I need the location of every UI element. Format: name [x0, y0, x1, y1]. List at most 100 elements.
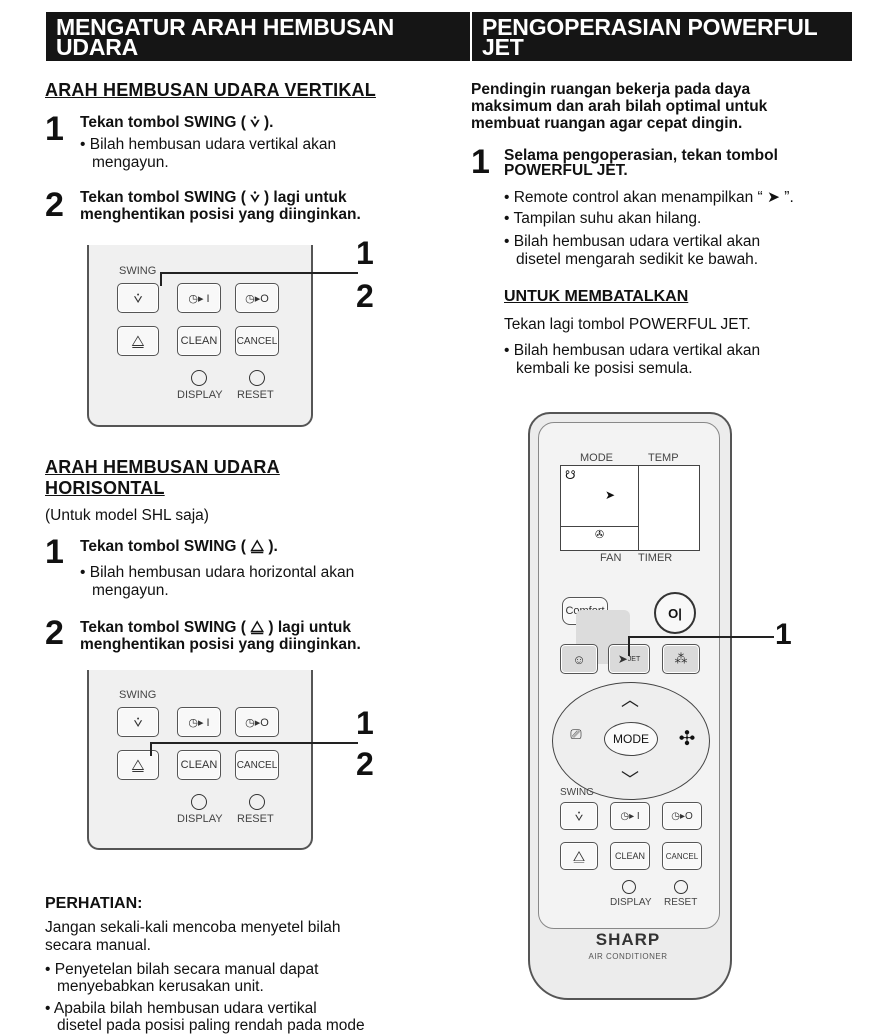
lcd-screen: ☋ ➤ ✇: [560, 465, 700, 551]
jet-callout-drop: [628, 636, 630, 656]
swing-horizontal-button-2[interactable]: ⧋: [117, 750, 159, 780]
timer-on-button-2[interactable]: ◷▸ I: [177, 707, 221, 737]
mode-button[interactable]: MODE: [604, 722, 658, 756]
timer-off-button-2[interactable]: ◷▸O: [235, 707, 279, 737]
swing-vertical-button-2[interactable]: ⩒: [117, 707, 159, 737]
remote-cancel-button[interactable]: CANCEL: [662, 842, 702, 870]
left-section-title: MENGATUR ARAH HEMBUSAN UDARA: [46, 12, 470, 61]
lcd-fan-icon: ✇: [595, 529, 605, 541]
vertical-step1-bullet-line2: mengayun.: [92, 154, 169, 171]
remote-reset-button[interactable]: [674, 880, 688, 894]
temp-up-button[interactable]: ︿: [621, 690, 639, 710]
remote-timer-on-button[interactable]: ◷▸ I: [610, 802, 650, 830]
remote-swing-vertical-button[interactable]: ⩒: [560, 802, 598, 830]
brand-subtitle: AIR CONDITIONER: [588, 952, 668, 961]
jet-callout-1: 1: [775, 618, 792, 651]
clean-button[interactable]: CLEAN: [177, 326, 221, 356]
self-clean-button[interactable]: ☺: [560, 644, 598, 674]
remote-timer-off-button[interactable]: ◷▸O: [662, 802, 702, 830]
caution-bullet2-line2: disetel pada posisi paling rendah pada m…: [57, 1017, 365, 1034]
vertical-step2-line1: Tekan tombol SWING ( ⩒ ) lagi untuk: [80, 189, 347, 206]
callout-line-2b: [150, 742, 358, 744]
caution-bullet1-line2: menyebabkan kerusakan unit.: [57, 978, 264, 995]
lcd-temp-label: TEMP: [648, 452, 679, 464]
vertical-step1-number: 1: [45, 110, 64, 148]
swing-vertical-button[interactable]: ⩒: [117, 283, 159, 313]
left-title-line1: MENGATUR ARAH HEMBUSAN: [56, 14, 395, 40]
callout-2b: 2: [356, 746, 374, 782]
lcd-mode-icon: ☋: [565, 468, 576, 482]
clean-button-2[interactable]: CLEAN: [177, 750, 221, 780]
vertical-step2-line2: menghentikan posisi yang diinginkan.: [80, 206, 361, 223]
cancel-bullet-line2: kembali ke posisi semula.: [516, 360, 693, 377]
cancel-button[interactable]: CANCEL: [235, 326, 279, 356]
cancel-bullet-line1: • Bilah hembusan udara vertikal akan: [504, 342, 761, 359]
horizontal-step2-line2: menghentikan posisi yang diinginkan.: [80, 636, 361, 653]
swing-horizontal-button[interactable]: ⧋: [117, 326, 159, 356]
power-button[interactable]: O|: [654, 592, 696, 634]
horizontal-step1-number: 1: [45, 533, 64, 571]
remote-partial-vertical: SWING ⩒ ◷▸ I ◷▸O ⧋ CLEAN CANCEL DISPLAY …: [87, 245, 313, 427]
remote-reset-label: RESET: [664, 897, 698, 908]
display-label: DISPLAY: [177, 389, 223, 401]
display-label-2: DISPLAY: [177, 813, 223, 825]
left-title-line2: UDARA: [56, 34, 139, 60]
remote-swing-label: SWING: [560, 787, 594, 798]
horizontal-step2-number: 2: [45, 614, 64, 652]
fan-button[interactable]: ✣: [678, 728, 696, 750]
jet-bullet3-line2: disetel mengarah sedikit ke bawah.: [516, 251, 759, 268]
jet-step1-line1: Selama pengoperasian, tekan tombol: [504, 147, 778, 164]
callout-line-2b-drop: [150, 742, 152, 756]
caution-line1: Jangan sekali-kali mencoba menyetel bila…: [45, 919, 341, 936]
timer-program-button[interactable]: ⎚: [570, 726, 582, 742]
display-button-2[interactable]: [191, 794, 207, 810]
jet-step1-line2: POWERFUL JET.: [504, 162, 628, 179]
right-title-line1: PENGOPERASIAN POWERFUL: [482, 14, 818, 40]
reset-label: RESET: [237, 389, 274, 401]
jet-bullet2: • Tampilan suhu akan hilang.: [504, 210, 702, 227]
jet-step1-number: 1: [471, 143, 490, 181]
jet-bullet3-line1: • Bilah hembusan udara vertikal akan: [504, 233, 761, 250]
reset-button-2[interactable]: [249, 794, 265, 810]
horizontal-heading-line2: HORISONTAL: [45, 478, 165, 498]
callout-1b: 1: [356, 705, 374, 741]
swing-label-2: SWING: [119, 689, 157, 701]
reset-button[interactable]: [249, 370, 265, 386]
cancel-button-2[interactable]: CANCEL: [235, 750, 279, 780]
lcd-jet-icon: ➤: [605, 488, 616, 502]
brand-logo: SHARP: [595, 930, 661, 949]
temp-down-button[interactable]: ﹀: [621, 770, 639, 790]
display-button[interactable]: [191, 370, 207, 386]
callout-line-1a: [160, 272, 358, 274]
remote-control: MODE TEMP ☋ ➤ ✇ FAN TIMER Comfort O| ☺ ➤…: [528, 412, 732, 1000]
remote-swing-horizontal-button[interactable]: ⧋: [560, 842, 598, 870]
jet-callout-line: [628, 636, 774, 638]
vertical-step1-bullet-line1: • Bilah hembusan udara vertikal akan: [80, 136, 337, 153]
vertical-heading: ARAH HEMBUSAN UDARA VERTIKAL: [45, 80, 376, 100]
remote-display-button[interactable]: [622, 880, 636, 894]
horizontal-step1-bullet-line2: mengayun.: [92, 582, 169, 599]
lcd-mode-label: MODE: [580, 452, 613, 464]
swing-label: SWING: [119, 265, 157, 277]
reset-label-2: RESET: [237, 813, 274, 825]
timer-on-button[interactable]: ◷▸ I: [177, 283, 221, 313]
intro-line3: membuat ruangan agar cepat dingin.: [471, 115, 743, 132]
horizontal-step1-text: Tekan tombol SWING ( ⧋ ).: [80, 538, 278, 555]
remote-clean-button[interactable]: CLEAN: [610, 842, 650, 870]
lcd-divider-horizontal: [561, 526, 638, 528]
jet-bullet1: • Remote control akan menampilkan “ ➤ ”.: [504, 189, 794, 206]
timer-off-button[interactable]: ◷▸O: [235, 283, 279, 313]
horizontal-step1-bullet-line1: • Bilah hembusan udara horizontal akan: [80, 564, 355, 581]
vertical-step1-text: Tekan tombol SWING ( ⩒ ).: [80, 114, 274, 131]
callout-2a: 2: [356, 278, 374, 314]
caution-heading: PERHATIAN:: [45, 895, 143, 912]
lcd-fan-label: FAN: [600, 552, 622, 564]
horizontal-note: (Untuk model SHL saja): [45, 507, 209, 524]
caution-bullet1-line1: • Penyetelan bilah secara manual dapat: [45, 961, 319, 978]
callout-line-1a-drop: [160, 272, 162, 286]
plasma-button[interactable]: ⁂: [662, 644, 700, 674]
right-section-title: PENGOPERASIAN POWERFUL JET: [472, 12, 852, 61]
cancel-text: Tekan lagi tombol POWERFUL JET.: [504, 316, 751, 333]
caution-line2: secara manual.: [45, 937, 151, 954]
caution-bullet2-line1: • Apabila bilah hembusan udara vertikal: [45, 1000, 317, 1017]
